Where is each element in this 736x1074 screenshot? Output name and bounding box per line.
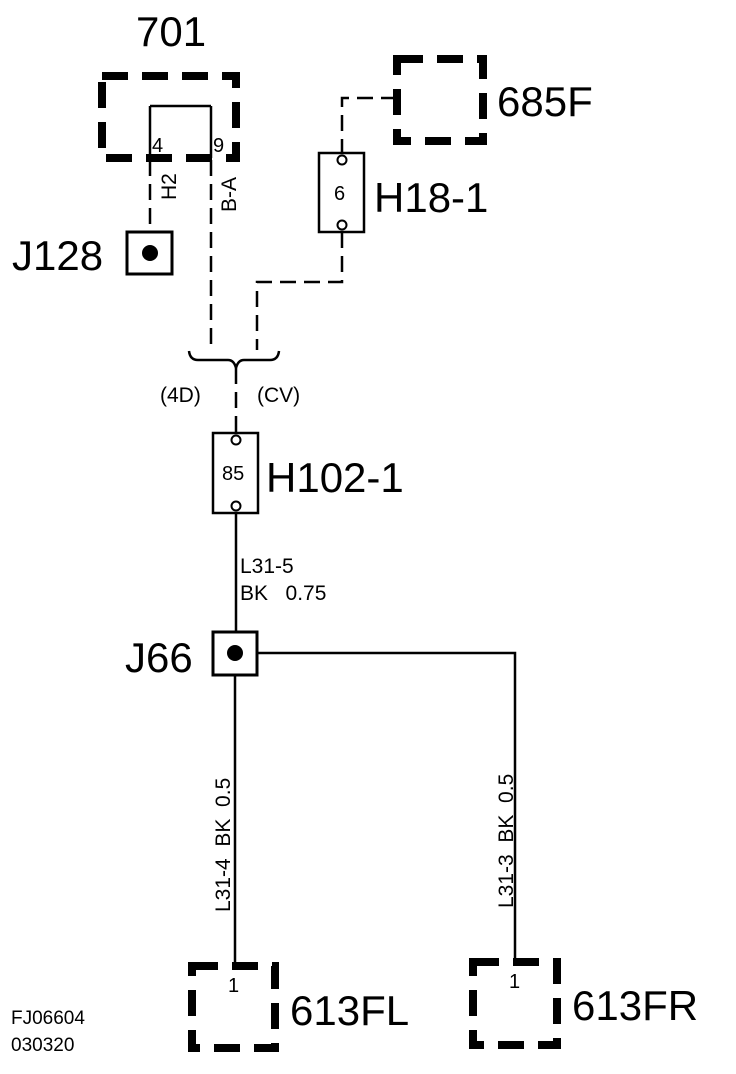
component-613fr-pin: 1 (509, 971, 520, 993)
component-613fl-pin: 1 (228, 975, 239, 997)
component-613fr-label: 613FR (572, 982, 698, 1029)
wire-h2-label: H2 (158, 173, 181, 200)
component-613fl-label: 613FL (290, 987, 409, 1034)
wire-685f-to-h18 (340, 96, 397, 152)
splice-j66-dot (227, 645, 243, 661)
wire-l31-3-label: L31-3 BK 0.5 (495, 774, 518, 908)
connector-h102-1-label: H102-1 (266, 454, 404, 501)
wire-l31-3 (257, 651, 517, 965)
wire-l31-5-label-line2: BK 0.75 (240, 582, 326, 605)
component-701-pin-4: 4 (152, 135, 163, 157)
variant-right-label: (CV) (257, 384, 300, 407)
component-685f-box (393, 55, 487, 145)
wire-l31-4-label: L31-4 BK 0.5 (212, 778, 235, 912)
figure-code: FJ06604 (11, 1008, 85, 1029)
connector-h102-1-body (211, 431, 260, 515)
connector-h18-1-terminal-top (336, 154, 348, 166)
variant-left-label: (4D) (160, 384, 201, 407)
connector-h18-1-pin: 6 (334, 183, 345, 205)
wire-h18-to-merge (255, 232, 344, 350)
connector-h102-1-pin: 85 (222, 463, 244, 485)
wire-b-a-label: B-A (218, 177, 241, 212)
connector-h102-1-terminal-bottom (230, 500, 242, 512)
connector-h18-1-terminal-bottom (336, 219, 348, 231)
wire-l31-5-label-line1: L31-5 (240, 555, 294, 578)
component-701-pin-9: 9 (213, 135, 224, 157)
component-701-label: 701 (136, 8, 206, 55)
component-685f-label: 685F (497, 78, 593, 125)
connector-h18-1-label: H18-1 (374, 174, 488, 221)
figure-date-code: 030320 (11, 1035, 74, 1056)
splice-j66-label: J66 (125, 634, 193, 681)
splice-j128-label: J128 (12, 232, 103, 279)
variant-brace (187, 350, 281, 369)
component-613fl-box (188, 962, 279, 1052)
splice-j128-dot (142, 245, 158, 261)
component-701-box (98, 72, 240, 162)
connector-h102-1-terminal-top (230, 434, 242, 446)
component-613fr-box (469, 958, 561, 1049)
